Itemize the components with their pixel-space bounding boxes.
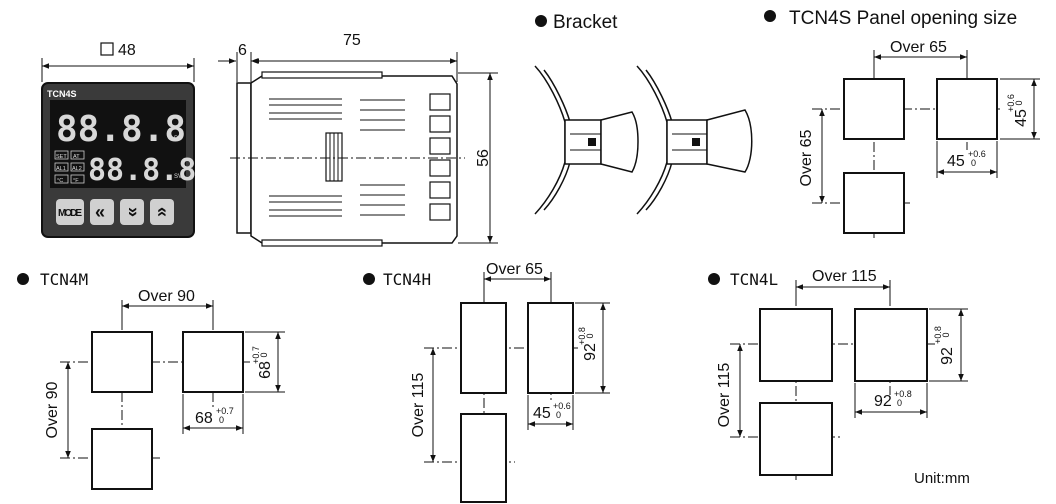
depth-value: 75 — [343, 32, 361, 49]
bullet-icon — [17, 273, 29, 285]
bullet-icon — [708, 273, 720, 285]
tcn4m-section: TCN4M Over 90 Over 90 68 +0.7 0 68 +0.7 … — [17, 270, 285, 490]
tcn4m-over-h: Over 90 — [138, 288, 195, 305]
side-view: 6 75 56 — [218, 32, 498, 247]
sv-digits: 88.8.8 — [88, 153, 196, 188]
tcn4l-dim-v-tol-dn: 0 — [941, 332, 951, 337]
bullet-icon — [764, 10, 776, 22]
front-width-value: 48 — [118, 42, 136, 59]
bezel-depth-value: 6 — [238, 42, 247, 59]
tcn4m-opening-2 — [182, 331, 244, 393]
tcn4l-dim-v-tol-up: +0.8 — [933, 326, 943, 344]
tcn4m-dim-v-tol-dn: 0 — [259, 352, 269, 357]
indicator-fahrenheit: °F — [73, 178, 79, 184]
tcn4s-dim-v-tol-up: +0.6 — [1006, 94, 1016, 112]
tcn4h-dim-v: 92 — [582, 343, 599, 361]
up-button — [150, 199, 174, 225]
tcn4l-opening-3 — [759, 402, 833, 476]
tcn4m-dim-h: 68 — [195, 410, 213, 427]
tcn4m-over-v: Over 90 — [44, 381, 61, 438]
tcn4l-section: TCN4L Over 115 Over 115 92 +0.8 0 92 +0.… — [708, 268, 968, 480]
indicator-celsius: °C — [57, 178, 63, 184]
tcn4h-dim-h: 45 — [533, 405, 551, 422]
up-arrow-icon: » — [151, 207, 171, 217]
tcn4m-opening-1 — [91, 331, 153, 393]
tcn4l-over-h: Over 115 — [812, 268, 877, 285]
tcn4h-opening-3 — [460, 413, 507, 503]
tcn4h-dim-v-tol-dn: 0 — [585, 333, 595, 338]
tcn4m-dim-v-tol-up: +0.7 — [251, 346, 261, 364]
unit-label: Unit:mm — [914, 470, 970, 487]
indicator-grid: SET AT AL1 AL2 °C °F — [54, 150, 85, 184]
tcn4m-opening-3 — [91, 428, 153, 490]
tcn4h-opening-2 — [527, 302, 574, 394]
tcn4s-dim-h-tol-up: +0.6 — [968, 149, 986, 159]
tcn4s-opening-3 — [843, 172, 905, 234]
tcn4m-title: TCN4M — [40, 270, 88, 289]
tcn4h-title: TCN4H — [383, 270, 431, 289]
tcn4s-dim-h: 45 — [947, 153, 965, 170]
tcn4s-dim-h-tol-dn: 0 — [971, 158, 976, 168]
bullet-icon — [363, 273, 375, 285]
bracket-title: Bracket — [553, 12, 618, 33]
height-value: 56 — [475, 149, 492, 167]
indicator-at: AT — [73, 154, 80, 160]
tcn4m-dim-h-tol-up: +0.7 — [216, 406, 234, 416]
front-view: 48 TCN4S 88.8.8 PV 88.8.8 SV SET AT AL1 … — [41, 42, 196, 238]
tcn4s-dim-v: 45 — [1013, 109, 1030, 127]
mode-button-label: MODE — [58, 208, 82, 219]
device-model-label: TCN4S — [47, 89, 77, 99]
tcn4h-section: TCN4H Over 65 Over 115 92 +0.8 0 45 +0.6… — [363, 261, 610, 503]
side-body — [250, 75, 458, 244]
tcn4s-title: TCN4S Panel opening size — [789, 8, 1017, 29]
bullet-icon — [535, 15, 547, 27]
tcn4l-dim-h: 92 — [874, 393, 892, 410]
tcn4m-dim-h-tol-dn: 0 — [219, 415, 224, 425]
square-symbol-icon — [100, 42, 114, 56]
tcn4h-opening-1 — [460, 302, 507, 394]
pv-tag: PV — [174, 136, 182, 142]
indicator-al1: AL1 — [56, 166, 66, 172]
tcn4m-dim-v: 68 — [257, 361, 274, 379]
tcn4l-over-v: Over 115 — [716, 363, 733, 428]
indicator-set: SET — [56, 154, 67, 160]
down-arrow-icon: » — [123, 207, 143, 217]
tcn4s-opening-1 — [843, 78, 905, 140]
tcn4l-opening-1 — [759, 308, 833, 382]
shift-icon: « — [95, 202, 105, 222]
tcn4s-over-h: Over 65 — [890, 39, 947, 56]
tcn4l-dim-v: 92 — [939, 347, 956, 365]
tcn4s-section: TCN4S Panel opening size Over 65 Over 65… — [764, 8, 1040, 238]
mode-button — [56, 199, 84, 225]
indicator-al2: AL2 — [72, 166, 82, 172]
tcn4h-over-h: Over 65 — [486, 261, 543, 278]
tcn4s-opening-2 — [936, 78, 998, 140]
bracket-drawing-2 — [636, 65, 753, 215]
terminal-block — [429, 93, 451, 221]
tcn4s-over-v: Over 65 — [798, 129, 815, 186]
tcn4h-dim-h-tol-dn: 0 — [556, 410, 561, 420]
bracket-drawing-1 — [534, 65, 639, 215]
tcn4h-over-v: Over 115 — [410, 373, 427, 438]
tcn4l-opening-2 — [854, 308, 928, 382]
tcn4l-dim-h-tol-dn: 0 — [897, 398, 902, 408]
display-panel — [50, 100, 186, 188]
tcn4l-title: TCN4L — [730, 270, 778, 289]
tcn4s-dim-v-tol-dn: 0 — [1014, 100, 1024, 105]
bracket-section: Bracket — [534, 12, 753, 215]
tcn4h-dim-v-tol-up: +0.8 — [577, 327, 587, 345]
tcn4l-dim-h-tol-up: +0.8 — [894, 389, 912, 399]
sv-tag: SV — [174, 174, 182, 180]
pv-digits: 88.8.8 — [56, 109, 186, 150]
tcn4h-dim-h-tol-up: +0.6 — [553, 401, 571, 411]
down-button — [120, 199, 144, 225]
shift-button — [90, 199, 114, 225]
